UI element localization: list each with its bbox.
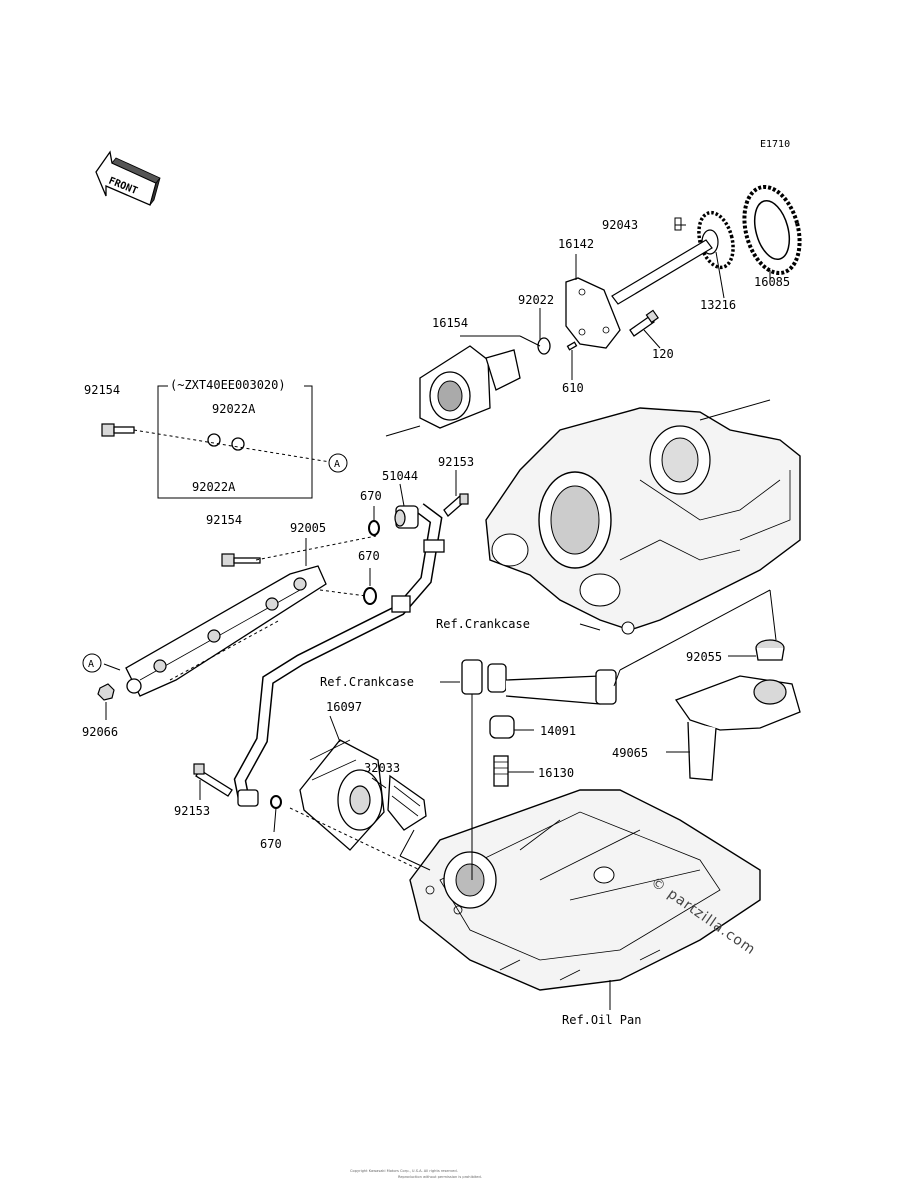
leader-lines (103, 224, 777, 1010)
label-16130: 16130 (538, 766, 574, 780)
bolt-92153-top[interactable] (443, 493, 469, 517)
label-92154-mid: 92154 (206, 513, 242, 527)
bolt-92154-mid[interactable] (221, 553, 261, 567)
serial-note: (~ZXT40EE003020) (170, 378, 286, 392)
oil-pipe-assembly[interactable] (461, 659, 617, 705)
label-92153-top: 92153 (438, 455, 474, 469)
label-13216: 13216 (700, 298, 736, 312)
label-92022A-2: 92022A (192, 480, 236, 494)
footer-line-2: Reproduction without permission is prohi… (398, 1175, 482, 1179)
pump-shaft-13216[interactable] (611, 209, 739, 305)
label-120: 120 (652, 347, 674, 361)
label-14091: 14091 (540, 724, 576, 738)
o-ring-670-b[interactable] (363, 587, 377, 605)
oil-pump-gear-16085[interactable] (735, 181, 808, 279)
fitting-32033[interactable] (387, 774, 427, 831)
ref-crankcase-2: Ref.Crankcase (320, 675, 414, 689)
label-92022A-1: 92022A (212, 402, 256, 416)
serial-box (157, 380, 313, 499)
plug-92055[interactable] (755, 639, 785, 661)
pin-610[interactable] (566, 341, 578, 351)
callout-a-1: A (328, 453, 348, 473)
bolt-92153-bottom[interactable] (193, 763, 259, 807)
crankcase-ref (485, 399, 801, 635)
pump-cover-16142[interactable] (565, 277, 621, 349)
label-92066: 92066 (82, 725, 118, 739)
label-92153-bottom: 92153 (174, 804, 210, 818)
washer-92022A-b[interactable] (231, 437, 245, 451)
label-670-1: 670 (360, 489, 382, 503)
bolt-120[interactable] (629, 309, 659, 337)
label-32033: 32033 (364, 761, 400, 775)
label-49065: 49065 (612, 746, 648, 760)
oil-strainer-49065[interactable] (674, 675, 801, 781)
svg-text:A: A (88, 659, 94, 670)
o-ring-670-a[interactable] (368, 520, 380, 536)
collar-14091[interactable] (489, 715, 515, 739)
label-92055: 92055 (686, 650, 722, 664)
label-610: 610 (562, 381, 584, 395)
banjo-51044[interactable] (394, 505, 419, 529)
bolt-92154-top[interactable] (101, 423, 135, 437)
ref-crankcase-1: Ref.Crankcase (436, 617, 530, 631)
relief-valve-16130[interactable] (493, 755, 509, 787)
oil-hose[interactable] (233, 503, 445, 802)
footer-line-1: Copyright Kawasaki Motors Corp., U.S.A. … (350, 1169, 458, 1173)
svg-text:A: A (334, 459, 340, 470)
oil-filter-16097[interactable] (299, 739, 385, 851)
o-ring-670-c[interactable] (270, 795, 282, 809)
label-16142: 16142 (558, 237, 594, 251)
label-670-2: 670 (358, 549, 380, 563)
washer-92022[interactable] (537, 337, 551, 355)
pump-body-16154[interactable] (385, 345, 521, 437)
label-16154: 16154 (432, 316, 468, 330)
label-92022: 92022 (518, 293, 554, 307)
front-arrow-icon: FRONT (95, 150, 161, 206)
oil-pan-ref (409, 789, 761, 991)
label-670-3: 670 (260, 837, 282, 851)
diagram-code: E1710 (760, 139, 790, 150)
ref-oil-pan: Ref.Oil Pan (562, 1013, 641, 1027)
label-92005: 92005 (290, 521, 326, 535)
nut-92066[interactable] (97, 683, 115, 701)
label-51044: 51044 (382, 469, 418, 483)
label-16085: 16085 (754, 275, 790, 289)
label-16097: 16097 (326, 700, 362, 714)
label-92043: 92043 (602, 218, 638, 232)
callout-a-2: A (82, 653, 102, 673)
oil-pipe-92005[interactable] (125, 565, 327, 697)
label-92154-top: 92154 (84, 383, 120, 397)
